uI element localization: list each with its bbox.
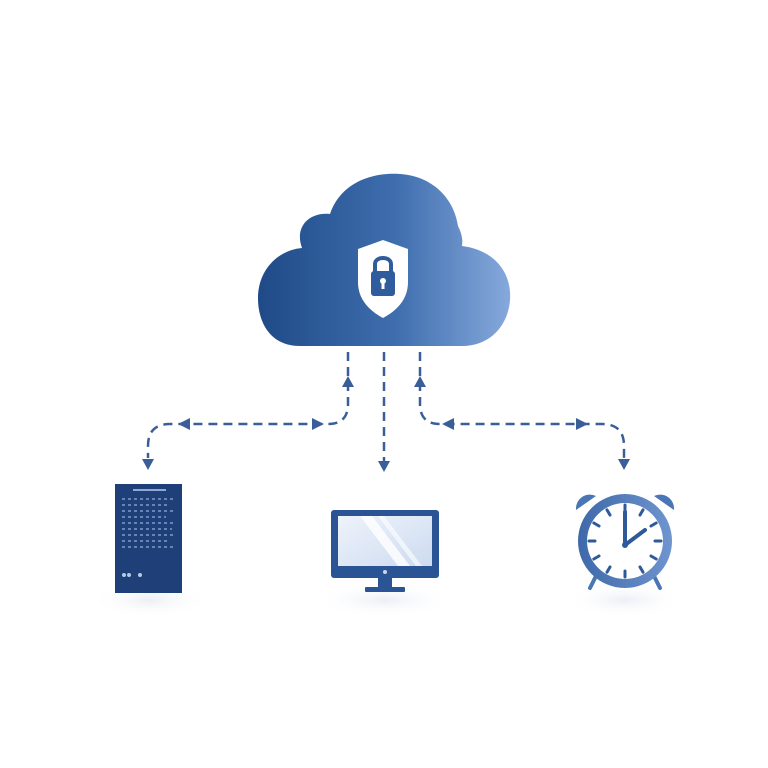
cloud-node (258, 173, 511, 346)
arrow-right-icon (576, 418, 588, 430)
arrow-left-icon (442, 418, 454, 430)
clock-tick (605, 508, 612, 517)
clock-tick (649, 554, 658, 561)
clock-tick (592, 521, 601, 528)
arrow-up-right-icon (414, 376, 426, 387)
arrow-down-icon (378, 461, 390, 472)
monitor-icon (331, 510, 439, 592)
clock-tick (638, 508, 645, 517)
clock-node (575, 494, 675, 590)
arrow-down-icon (142, 459, 154, 470)
connector-cloud-clock (418, 352, 626, 458)
clock-minute-hand (623, 528, 647, 547)
arrow-left-icon (178, 418, 190, 430)
arrow-right-icon (312, 418, 324, 430)
server-node (115, 484, 182, 593)
clock-tick (605, 565, 612, 574)
server-icon (115, 484, 182, 593)
arrow-up-left-icon (342, 376, 354, 387)
clock-tick (638, 565, 645, 574)
clock-tick (592, 554, 601, 561)
arrow-down-icon (618, 459, 630, 470)
clock-tick (649, 521, 658, 528)
connector-cloud-server (146, 352, 350, 458)
monitor-node (331, 510, 439, 592)
shield-lock-icon (358, 240, 408, 318)
alarm-clock-icon (575, 494, 675, 590)
